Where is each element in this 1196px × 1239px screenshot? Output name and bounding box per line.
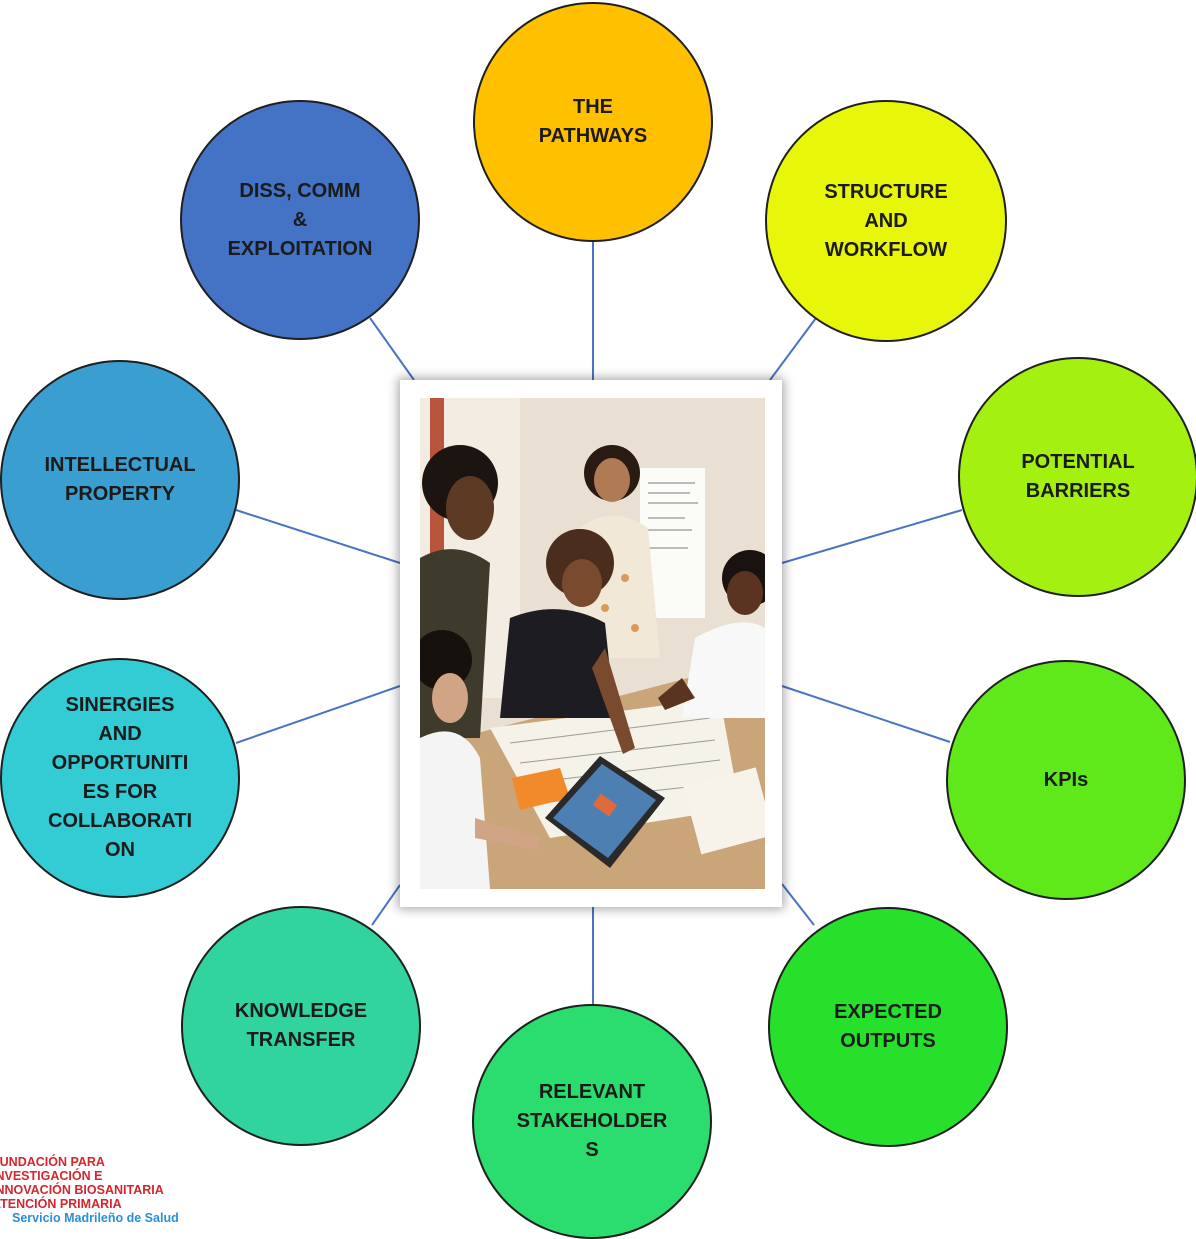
node-label-synergies-opportunities: SINERGIES AND OPPORTUNITI ES FOR COLLABO…: [47, 694, 193, 861]
node-knowledge-transfer: KNOWLEDGE TRANSFER: [181, 906, 421, 1146]
node-relevant-stakeholders: RELEVANT STAKEHOLDER S: [472, 1004, 712, 1239]
node-label-knowledge-transfer: KNOWLEDGE TRANSFER: [234, 1000, 368, 1051]
connector-knowledge: [371, 884, 401, 926]
node-synergies-opportunities: SINERGIES AND OPPORTUNITI ES FOR COLLABO…: [0, 658, 240, 898]
node-label-structure-and-workflow: STRUCTURE AND WORKFLOW: [824, 180, 948, 261]
central-photo-frame: [400, 380, 782, 907]
node-structure-and-workflow: STRUCTURE AND WORKFLOW: [765, 100, 1007, 342]
logo-line-3: INNOVACIÓN BIOSANITARIA: [0, 1183, 164, 1197]
node-diss-comm-exploitation: DISS, COMM & EXPLOITATION: [180, 100, 420, 340]
node-label-expected-outputs: EXPECTED OUTPUTS: [834, 1001, 942, 1052]
logo-line-1: FUNDACIÓN PARA: [0, 1155, 105, 1169]
connector-synergies: [235, 685, 401, 744]
node-label-kpis: KPIs: [1043, 768, 1089, 791]
connector-diss: [369, 317, 415, 381]
connector-ip: [235, 509, 401, 564]
node-label-relevant-stakeholders: RELEVANT STAKEHOLDER S: [516, 1081, 668, 1161]
node-label-the-pathways: THE PATHWAYS: [538, 96, 648, 147]
node-label-diss-comm-exploitation: DISS, COMM & EXPLOITATION: [227, 179, 373, 260]
node-label-potential-barriers: POTENTIAL BARRIERS: [1021, 451, 1135, 502]
node-label-intellectual-property: INTELLECTUAL PROPERTY: [44, 454, 196, 505]
logo-line-2: INVESTIGACIÓN E: [0, 1169, 103, 1183]
logo-line-4: ATENCIÓN PRIMARIA: [0, 1197, 122, 1211]
connector-outputs: [781, 883, 815, 926]
team-meeting-photo: [420, 398, 765, 889]
connector-barriers: [781, 509, 963, 564]
node-intellectual-property: INTELLECTUAL PROPERTY: [0, 360, 240, 600]
connector-structure: [769, 317, 817, 381]
node-the-pathways: THE PATHWAYS: [473, 2, 713, 242]
foundation-logo: FUNDACIÓN PARA INVESTIGACIÓN E INNOVACIÓ…: [0, 1155, 179, 1239]
node-potential-barriers: POTENTIAL BARRIERS: [958, 357, 1196, 597]
logo-line-5: Servicio Madrileño de Salud: [12, 1211, 179, 1225]
node-expected-outputs: EXPECTED OUTPUTS: [768, 907, 1008, 1147]
node-kpis: KPIs: [946, 660, 1186, 900]
connector-kpis: [781, 685, 951, 743]
